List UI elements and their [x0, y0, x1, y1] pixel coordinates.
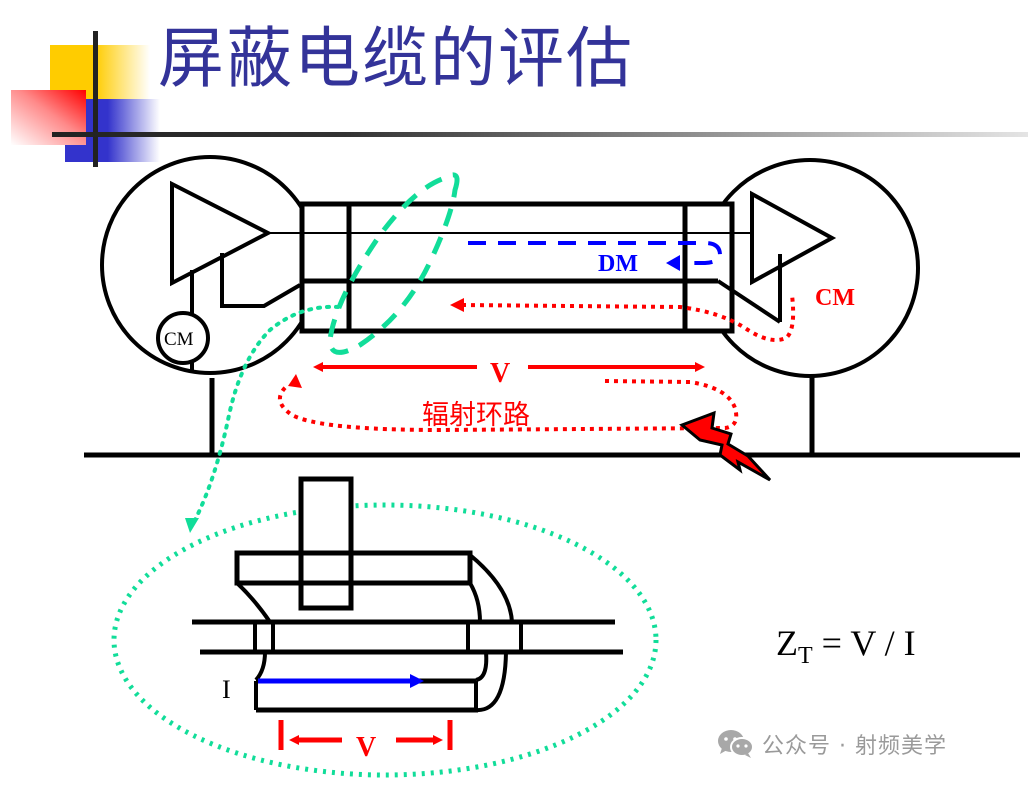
- slide-title: 屏蔽电缆的评估: [158, 20, 634, 97]
- detail-connector-post: [298, 476, 354, 611]
- detail-shield-clamp: [234, 550, 473, 586]
- radiation-loop-arrowhead: [288, 374, 302, 388]
- shielded-cable: [299, 201, 782, 334]
- transfer-impedance-formula: ZT = V / I: [776, 622, 916, 670]
- wechat-icon: [716, 729, 756, 759]
- cm-current-path: [461, 294, 796, 342]
- detail-view-ellipse: [111, 502, 659, 778]
- title-underline-rule: [52, 132, 1028, 137]
- radiation-loop-label: 辐射环路: [422, 400, 530, 431]
- radiation-loop-path: [278, 379, 739, 433]
- cm-right-label: CM: [815, 285, 855, 311]
- cm-source-label: CM: [164, 329, 194, 350]
- detail-view: I V: [111, 476, 659, 778]
- lightning-icon: [679, 410, 772, 482]
- amplifier-right-icon: [750, 190, 837, 286]
- title-decor-vertical-bar: [93, 31, 98, 167]
- detail-lower-left-curve: [254, 651, 267, 682]
- watermark-text: 公众号 · 射频美学: [762, 734, 947, 759]
- detail-right-curve-outer: [468, 553, 514, 623]
- formula-z: Z: [776, 623, 798, 663]
- cm-source-circle: [156, 311, 210, 365]
- left-connector: [299, 201, 352, 334]
- detail-pointer-path: [193, 304, 340, 522]
- right-device: [700, 158, 920, 455]
- detail-lower-right-curve-inner: [475, 651, 489, 682]
- detail-voltage-label: V: [356, 732, 376, 763]
- right-connector: [682, 201, 735, 334]
- right-return-to-amp: [716, 279, 782, 324]
- left-device: CM: [100, 155, 320, 455]
- voltage-label-top: V: [490, 358, 510, 389]
- watermark: 公众号 · 射频美学: [716, 728, 947, 760]
- formula-subscript-t: T: [798, 643, 813, 669]
- detail-right-curve-inner: [468, 581, 482, 623]
- dm-label: DM: [598, 251, 638, 277]
- dm-arrowhead: [666, 255, 680, 271]
- cable-body: [302, 203, 734, 331]
- detail-lower-right-curve-outer: [475, 651, 508, 713]
- detail-current-label: I: [222, 675, 231, 704]
- detail-pointer-arrowhead: [185, 518, 199, 533]
- left-amp-return-line: [220, 253, 302, 308]
- cm-arrowhead: [450, 298, 464, 312]
- detail-left-curve: [235, 581, 272, 624]
- detail-current-arrowhead: [410, 674, 424, 688]
- dm-current-path: [468, 241, 723, 265]
- formula-rhs: = V / I: [812, 623, 916, 663]
